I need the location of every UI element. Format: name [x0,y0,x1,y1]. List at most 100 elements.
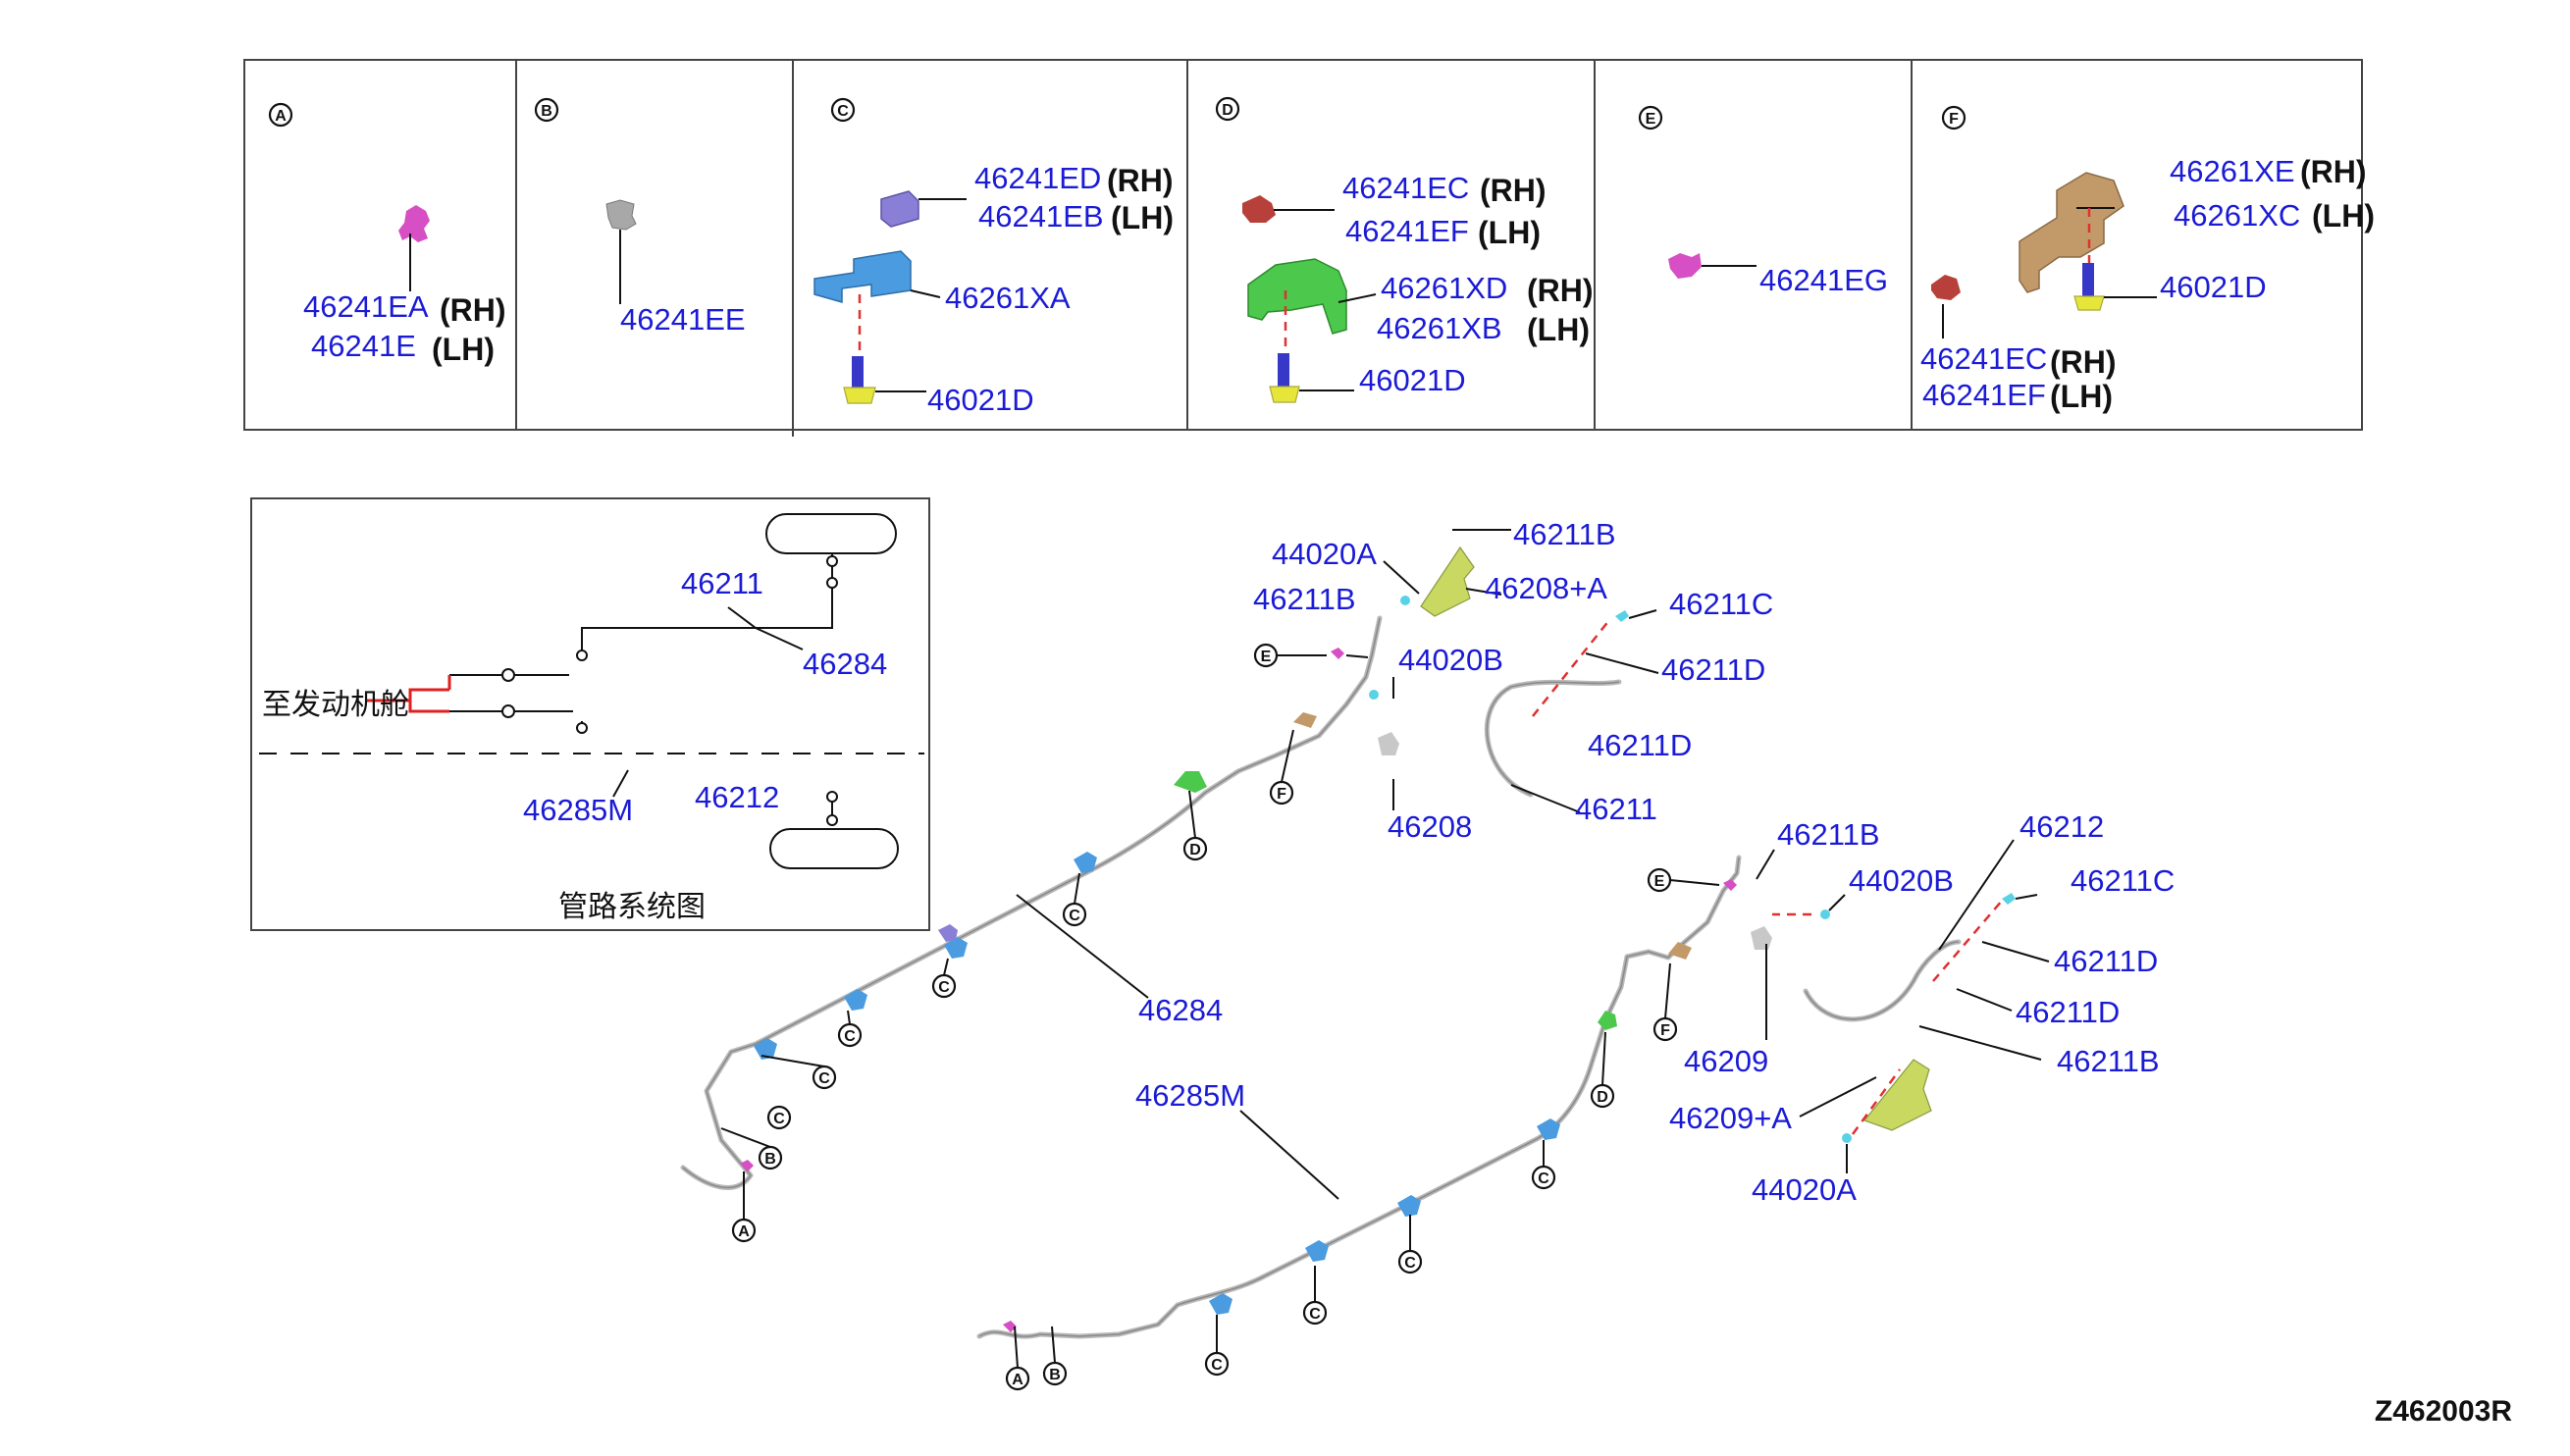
part-callout: 44020A [1752,1172,1857,1207]
clip-e-icon [1331,648,1344,659]
nut-yellow-icon [843,387,876,404]
marker-letter: A [738,1223,750,1240]
part-number: 46261XC [2174,198,2300,233]
nut-yellow-icon [2073,295,2105,311]
part-callout: 44020B [1398,643,1503,677]
part-number: 46261XA [945,281,1071,315]
clip-d-icon [1174,771,1207,793]
panel-f-marker [1941,105,1967,130]
part-number: 46021D [2160,270,2267,304]
marker-letter: C [1211,1357,1223,1374]
marker-letter: F [1660,1022,1670,1039]
panels-frame [243,59,2363,431]
side-label: (RH) [2300,154,2367,189]
part-number: 46261XD [1381,271,1507,305]
part-callout: 46211B [2057,1044,2160,1078]
panel-a-letter: A [275,108,287,125]
fitting-cyan-icon [1369,690,1379,700]
part-number: 46241EF [1345,214,1469,248]
part-callout: 44020B [1849,863,1954,898]
clip-c-icon [844,989,867,1011]
marker-letter: C [938,979,950,996]
clip-c-icon [754,1038,777,1060]
part-callout: 46211B [1253,582,1356,616]
side-label: (LH) [432,332,495,367]
part-number: 46241EC [1342,171,1469,205]
upper-markers: E F D C C C C C [731,643,1294,1243]
part-number: 46241EA [303,289,429,324]
part-callout: 46284 [1138,993,1223,1027]
side-label: (RH) [440,292,506,328]
side-label: (LH) [2312,198,2375,234]
part-callout: 46209 [1684,1044,1768,1078]
upper-marker-leaders [720,654,1327,1220]
bracket-tan-icon [2019,172,2124,293]
clip-purple-icon [880,190,919,228]
part-callout: 46212 [2019,809,2104,844]
fitting-cyan-icon [1400,596,1410,605]
part-number: 46241EF [1922,378,2046,412]
clip-c-icon [1397,1195,1421,1217]
piping-system-schematic: 46211 46284 46285M 46212 至发动机舱 管路系统图 [250,497,930,931]
marker-letter: E [1654,873,1665,890]
panel-d-letter: D [1222,102,1233,119]
part-callout: 46211C [1669,587,1773,621]
panel-b: B 46241EE [534,97,746,337]
clip-c-icon [1305,1240,1329,1262]
part-callout: 46208+A [1485,571,1607,605]
marker-letter: E [1261,649,1272,665]
marker-letter: D [1597,1089,1608,1106]
clip-a-icon [740,1160,754,1171]
part-number: 46021D [927,383,1034,417]
part-number: 46241ED [974,161,1101,195]
nut-yellow-icon [1269,386,1300,403]
panel-e: E 46241EG [1638,105,1888,297]
part-number: 46241EB [978,199,1104,234]
marker-letter: B [764,1151,776,1168]
clip-e-icon [1723,879,1737,891]
part-callout: 46211D [2054,944,2158,978]
panel-c: C 46241ED (RH) 46241EB (LH) 46261XA 4602… [813,97,1174,417]
engine-compartment-label: 至发动机舱 [262,689,409,721]
lower-tube-assembly: 46211B 44020B 46212 46211C 46211D 46211D… [976,809,2175,1391]
rear-wheel-cylinder-top-icon [765,513,897,554]
panel-c-letter: C [837,103,849,120]
side-label: (LH) [1111,200,1174,235]
part-callout: 46211 [1575,792,1657,826]
schematic-frame [250,497,930,931]
part-callout: 46211B [1513,517,1616,551]
clip-a-icon [1003,1321,1017,1332]
clip-f-icon [1293,712,1317,728]
side-label: (RH) [1480,173,1547,208]
lower-markers: E F D C C C C A B [1005,867,1720,1391]
schematic-label: 46211 [681,566,763,600]
bolt-blue-icon [1278,353,1289,387]
panel-d: D 46241EC (RH) 46241EF (LH) 46261XD (RH)… [1215,96,1594,403]
marker-letter: F [1277,786,1286,803]
side-label: (LH) [2050,379,2113,414]
schematic-title: 管路系统图 [558,891,706,923]
part-callout: 46211D [1588,728,1692,762]
part-callout: 46209+A [1669,1101,1792,1135]
clip-gray-icon [605,199,637,231]
panel-f-letter: F [1949,111,1959,128]
clip-detail-panels: A 46241EA (RH) 46241E (LH) B 46241EE C [243,59,2375,437]
marker-letter: C [1538,1170,1549,1187]
part-number: 46021D [1359,363,1466,397]
fitting-cyan-icon [1615,610,1629,622]
panel-a: A 46241EA (RH) 46241E (LH) [268,102,506,367]
side-label: (RH) [1527,273,1594,308]
clip-magenta-icon [1668,253,1702,279]
bolt-blue-icon [2082,263,2094,296]
bracket-green-icon [1247,258,1347,335]
part-number: 46241EG [1759,263,1888,297]
marker-letter: C [1309,1306,1321,1323]
upper-tube-assembly: 44020A 46211B 46208+A 46211B 46211C 4402… [680,517,1773,1243]
clip-f-icon [1668,942,1692,960]
side-label: (LH) [1527,312,1590,347]
side-label: (RH) [1107,163,1174,198]
part-callout: 46211B [1777,817,1880,852]
clip-magenta-icon [398,205,430,242]
marker-letter: C [1069,908,1080,924]
